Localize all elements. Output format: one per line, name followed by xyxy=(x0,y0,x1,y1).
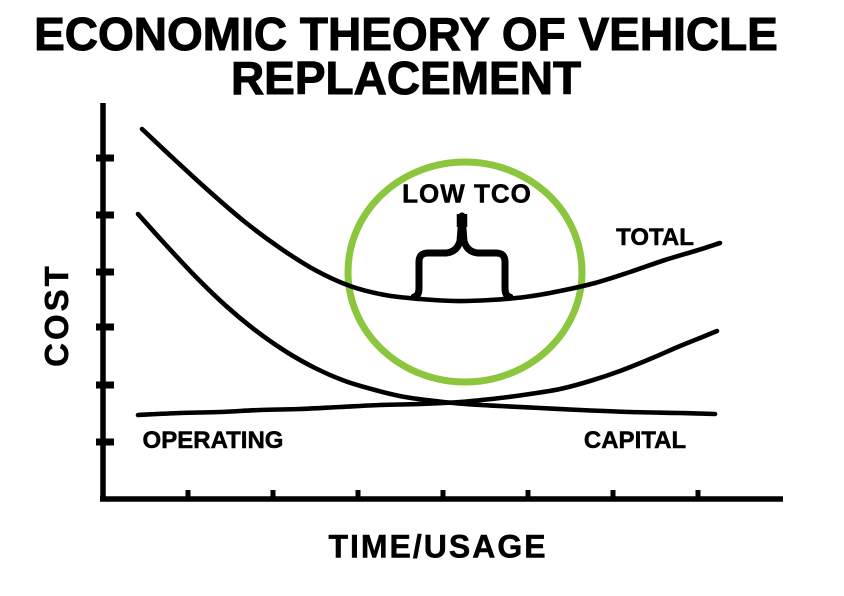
total-curve-label: TOTAL xyxy=(616,224,694,252)
chart-title-line1: ECONOMIC THEORY OF VEHICLE xyxy=(34,8,779,60)
capital-curve xyxy=(135,211,718,417)
capital-curve-label: CAPITAL xyxy=(583,427,687,455)
low-tco-label: LOW TCO xyxy=(402,178,532,209)
low-tco-brace-left xyxy=(410,212,466,301)
operating-curve xyxy=(135,328,720,418)
chart-title-line2: REPLACEMENT xyxy=(230,52,582,104)
y-axis-label: COST xyxy=(38,263,76,367)
operating-curve-label: OPERATING xyxy=(142,427,284,455)
chart-title: ECONOMIC THEORY OF VEHICLE REPLACEMENT xyxy=(0,8,812,104)
x-axis-label: TIME/USAGE xyxy=(328,528,548,565)
total-curve xyxy=(139,126,723,304)
low-tco-circle xyxy=(344,158,586,386)
low-tco-brace-right xyxy=(458,212,514,301)
